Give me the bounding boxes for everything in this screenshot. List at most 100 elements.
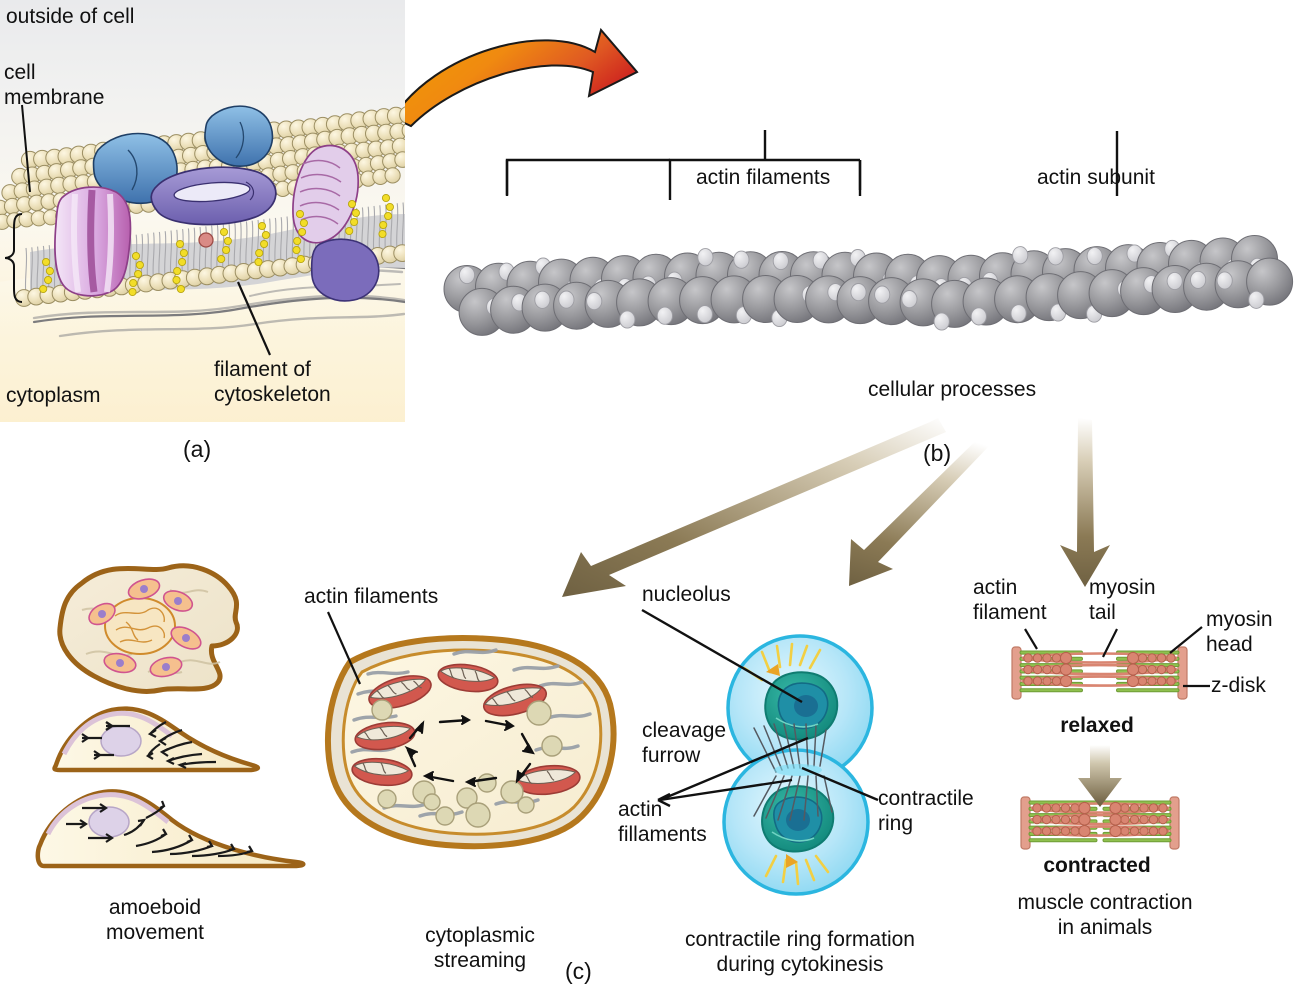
myosin-head [1120, 826, 1130, 836]
nucleolus-leader [641, 608, 803, 704]
caption-cytoplasmic-streaming: cytoplasmic streaming [425, 924, 535, 972]
caption-contractile-ring: contractile ring formation during cytoki… [685, 928, 915, 976]
myosin-head [1126, 674, 1140, 688]
myosin-head [1023, 653, 1033, 663]
myosin-head [1078, 813, 1091, 826]
membrane-small-molecule [198, 232, 214, 248]
membrane-protein-receptor [292, 144, 359, 244]
myosin-head [1059, 674, 1073, 688]
myosin-head [1139, 814, 1149, 825]
fan-arrow-right [1060, 418, 1110, 587]
myosin-head [1041, 826, 1052, 836]
panel-b-actin-filament: actin filaments actin subunit cellular p… [405, 0, 1294, 470]
actin-filament-leader-m [1024, 628, 1038, 650]
membrane-protein-blue-small [204, 105, 274, 167]
myosin-head [1060, 826, 1071, 836]
myosin-head [1166, 676, 1176, 686]
cytoskeleton-leader-line [236, 281, 272, 356]
actin-filaments-leader-c [326, 611, 362, 685]
myosin-head [1109, 801, 1122, 815]
zoom-arrow [405, 27, 639, 128]
myosin-head [1156, 676, 1167, 686]
streaming-vesicles [371, 699, 563, 828]
subpanel-muscle-contraction: actin filament myosin tail myosin head z… [955, 576, 1294, 939]
label-myosin-head: myosin head [1206, 608, 1273, 656]
myosin-head [1042, 653, 1052, 663]
label-actin-filaments-streaming: actin filaments [304, 585, 439, 608]
myosin-head [1051, 826, 1061, 836]
subpanel-cytoplasmic-streaming: actin filaments cytoplasmic streaming [290, 585, 630, 972]
membrane-protein-violet-channel [150, 166, 277, 226]
myosin-head [1078, 824, 1091, 838]
cellular-processes-fan-arrows [0, 400, 1294, 620]
label-nucleolus: nucleolus [642, 583, 731, 606]
subpanel-contractile-ring: nucleolus cleavage furrow actin fillamen… [618, 583, 980, 976]
label-cellular-processes: cellular processes [868, 378, 1037, 401]
myosin-head [1120, 814, 1130, 825]
panel-c-examples: amoeboid movement [0, 530, 1294, 995]
fan-arrow-left [562, 418, 946, 597]
myosin-head [1059, 663, 1073, 676]
amoeboid-nucleus [104, 597, 176, 655]
myosin-head [1148, 814, 1159, 825]
myosin-head [1147, 676, 1157, 686]
myosin-head [1051, 803, 1061, 813]
actin-filaments-arrowhead [657, 792, 671, 808]
myosin-head [1139, 803, 1149, 813]
myosin-head [1023, 664, 1033, 675]
myosin-head [1059, 651, 1073, 665]
myosin-head [1023, 676, 1033, 686]
fan-arrow-middle [849, 418, 1012, 586]
label-cell-membrane: cell membrane [4, 61, 105, 109]
myosin-head [1147, 664, 1157, 675]
contractile-ring-leader [801, 766, 879, 802]
cell-membrane-illustration [0, 104, 405, 422]
cleavage-furrow-ring [774, 764, 822, 776]
muscle-contraction-illustration [1011, 626, 1210, 850]
label-actin-fillaments: actin fillaments [618, 798, 707, 846]
amoeboid-organelles [88, 578, 202, 678]
label-actin-filament-muscle: actin filament [973, 576, 1047, 624]
actin-filament [1116, 688, 1180, 693]
myosin-head [1060, 803, 1071, 813]
myosin-head [1166, 653, 1176, 663]
cytoplasmic-streaming-illustration [325, 611, 617, 850]
cytokinesis-illustration [641, 608, 879, 896]
amoeboid-stage-3 [35, 789, 306, 869]
membrane-protein-peripheral [310, 238, 380, 302]
amoeboid-stage-1 [57, 563, 240, 694]
membrane-bracket [4, 213, 23, 303]
myosin-head [1148, 803, 1159, 813]
label-filament-of-cytoskeleton: filament of cytoskeleton [214, 358, 331, 406]
streaming-mitochondria [351, 663, 581, 796]
myosin-head [1070, 826, 1080, 836]
actin-subunit [1246, 257, 1294, 309]
nucleus-top [764, 671, 839, 741]
transition-arrow [1078, 745, 1122, 807]
caption-muscle-contraction: muscle contraction in animals [1017, 891, 1193, 939]
panel-a-cell-membrane: outside of cell cell membrane cytoplasm … [0, 0, 405, 422]
myosin-head [1156, 653, 1167, 663]
myosin-head [1051, 653, 1062, 663]
myosin-head [1051, 814, 1061, 825]
myosin-head [1137, 664, 1148, 675]
myosin-head [1070, 814, 1080, 825]
panel-tag-c: (c) [565, 958, 592, 984]
sarcomere-contracted [1020, 796, 1180, 850]
myosin-head [1158, 814, 1168, 825]
myosin-head [1032, 826, 1042, 836]
myosin-head [1041, 803, 1052, 813]
cleavage-furrow-leader [659, 736, 809, 802]
myosin-head [1129, 826, 1140, 836]
nucleus-bottom [761, 785, 835, 853]
sarcomere-relaxed [1011, 646, 1188, 700]
myosin-head [1060, 814, 1071, 825]
label-outside-of-cell: outside of cell [6, 5, 135, 28]
label-myosin-tail: myosin tail [1089, 576, 1156, 624]
myosin-head [1032, 814, 1042, 825]
myosin-head [1042, 676, 1052, 686]
myosin-head [1041, 814, 1052, 825]
subpanel-amoeboid-movement: amoeboid movement [20, 550, 320, 944]
state-contracted: contracted [1043, 854, 1151, 877]
myosin-head [1147, 653, 1157, 663]
